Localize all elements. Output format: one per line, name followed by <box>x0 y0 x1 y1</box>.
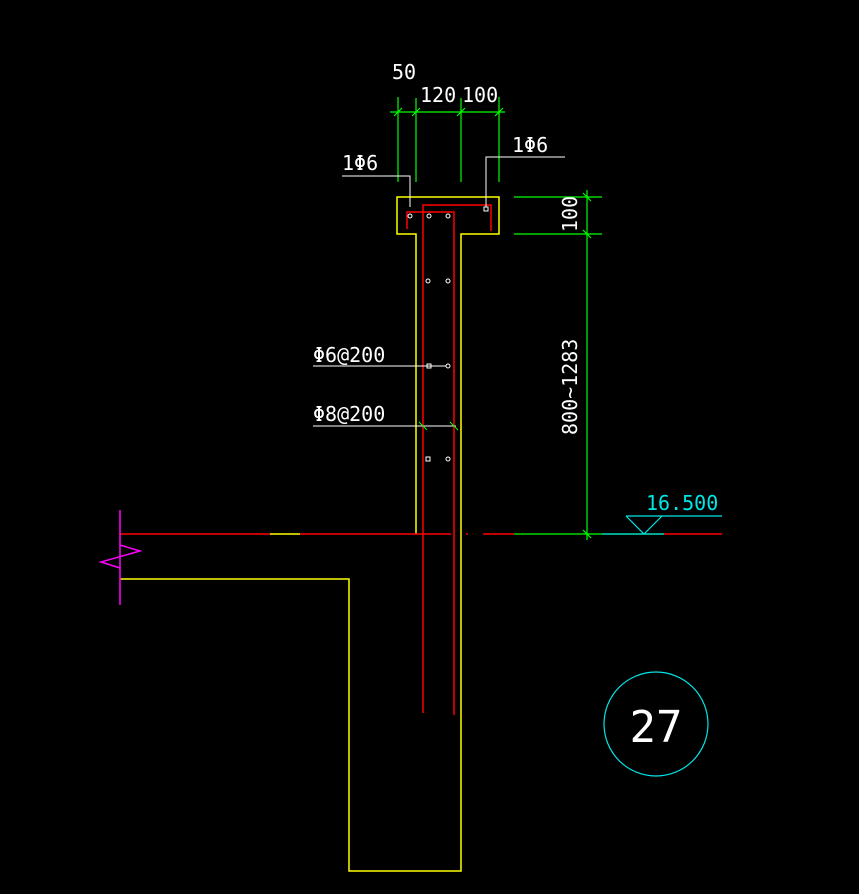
level-mark <box>514 515 722 535</box>
dim-100: 100 <box>462 83 498 107</box>
leader-ticks <box>418 421 459 431</box>
label-left-bar: 1Φ6 <box>342 151 378 175</box>
top-dimension <box>390 97 505 182</box>
right-dimension <box>514 190 602 540</box>
rebar <box>406 204 492 715</box>
dim-wall-height: 800~1283 <box>558 339 582 435</box>
label-vertical-bar: Φ8@200 <box>313 402 385 426</box>
inner-bar <box>406 211 455 715</box>
leaders <box>313 156 565 427</box>
detail-number: 27 <box>630 702 683 753</box>
label-right-bar: 1Φ6 <box>512 133 548 157</box>
detail-circle <box>603 671 709 777</box>
dim-cap-height: 100 <box>558 196 582 232</box>
outer-bar <box>422 204 492 713</box>
level-value: 16.500 <box>646 491 718 515</box>
dim-120: 120 <box>420 83 456 107</box>
break-symbol <box>98 510 143 605</box>
dim-50: 50 <box>392 60 416 84</box>
concrete-outline <box>120 196 500 872</box>
label-stirrup: Φ6@200 <box>313 343 385 367</box>
